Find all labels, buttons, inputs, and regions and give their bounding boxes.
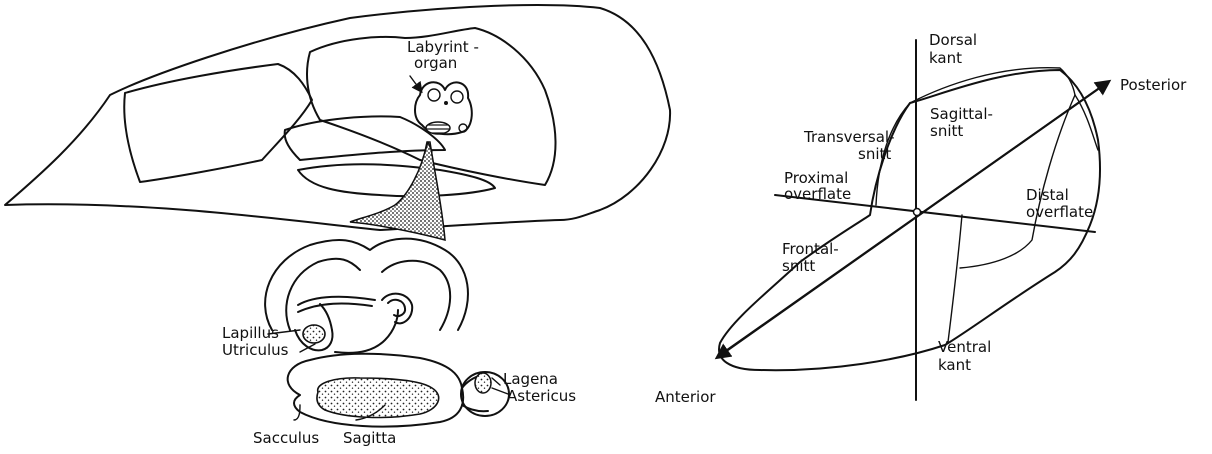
distal-label: Distal	[1026, 186, 1069, 204]
brain-channel	[285, 116, 495, 196]
proximal-overflate-label: overflate	[784, 185, 851, 203]
magnification-cone	[350, 142, 445, 240]
sagittal-snitt-label: snitt	[930, 122, 963, 140]
sagittal-label: Sagittal-	[930, 105, 993, 123]
lapillus	[303, 325, 325, 343]
lagena-label: Lagena	[503, 370, 558, 388]
ventral-section-line	[948, 215, 962, 342]
astericus-label: Astericus	[507, 387, 576, 405]
fish-head-outline	[5, 5, 670, 230]
labyrinth-label-organ: organ	[414, 54, 457, 72]
ventral-kant-label: kant	[938, 356, 971, 374]
labyrinth-pointer-arrow	[410, 76, 421, 91]
sagitta-label: Sagitta	[343, 429, 396, 447]
ventral-label: Ventral	[938, 338, 991, 356]
posterior-label: Posterior	[1120, 76, 1187, 94]
anterior-label: Anterior	[655, 388, 716, 406]
transversal-snitt-label: snitt	[858, 145, 891, 163]
frontal-snitt-label: snitt	[782, 257, 815, 275]
dorsal-label: Dorsal	[929, 31, 977, 49]
frontal-label: Frontal-	[782, 240, 839, 258]
astericus	[475, 373, 491, 393]
labyrinth-organ-small	[415, 82, 472, 134]
axis-origin	[914, 209, 921, 216]
distal-overflate-label: overflate	[1026, 203, 1093, 221]
dorsal-kant-label: kant	[929, 49, 962, 67]
transversal-label: Transversal-	[803, 128, 895, 146]
skull-cavity-front	[124, 64, 312, 182]
lapillus-label: Lapillus	[222, 324, 279, 342]
semicircular-canals	[265, 239, 468, 330]
utriculus-label: Utriculus	[222, 341, 289, 359]
sacculus-label: Sacculus	[253, 429, 319, 447]
